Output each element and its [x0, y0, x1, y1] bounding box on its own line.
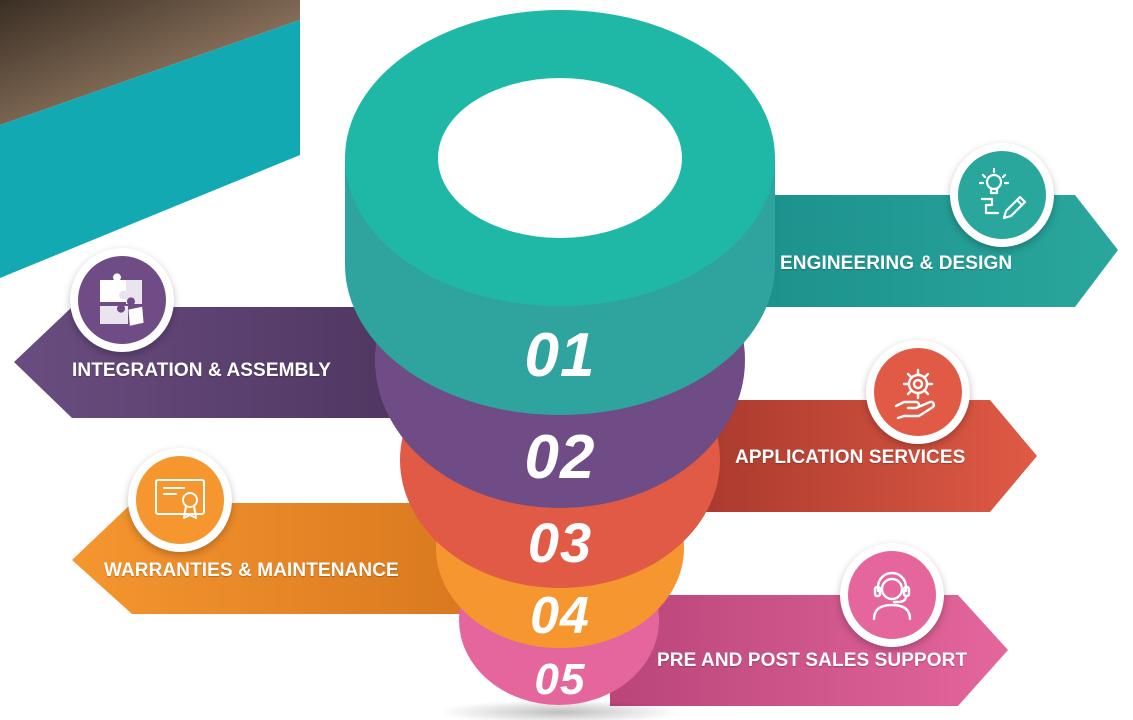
step-label-application: APPLICATION SERVICES — [735, 447, 966, 468]
puzzle-icon — [70, 248, 174, 352]
gear-hand-icon — [866, 340, 970, 444]
step-number-04: 04 — [530, 587, 590, 645]
step-label-engineering: ENGINEERING & DESIGN — [780, 253, 1013, 274]
step-number-03: 03 — [527, 511, 593, 574]
lightbulb-pencil-icon — [950, 143, 1054, 247]
certificate-icon — [128, 448, 232, 552]
step-label-warranties: WARRANTIES & MAINTENANCE — [104, 560, 399, 581]
step-label-support: PRE AND POST SALES SUPPORT — [657, 650, 968, 671]
step-number-02: 02 — [524, 423, 596, 492]
step-number-01: 01 — [524, 321, 596, 390]
headset-support-icon — [840, 543, 944, 647]
funnel-layer-01 — [345, 10, 775, 415]
step-number-05: 05 — [534, 655, 586, 704]
step-label-integration: INTEGRATION & ASSEMBLY — [72, 360, 332, 381]
